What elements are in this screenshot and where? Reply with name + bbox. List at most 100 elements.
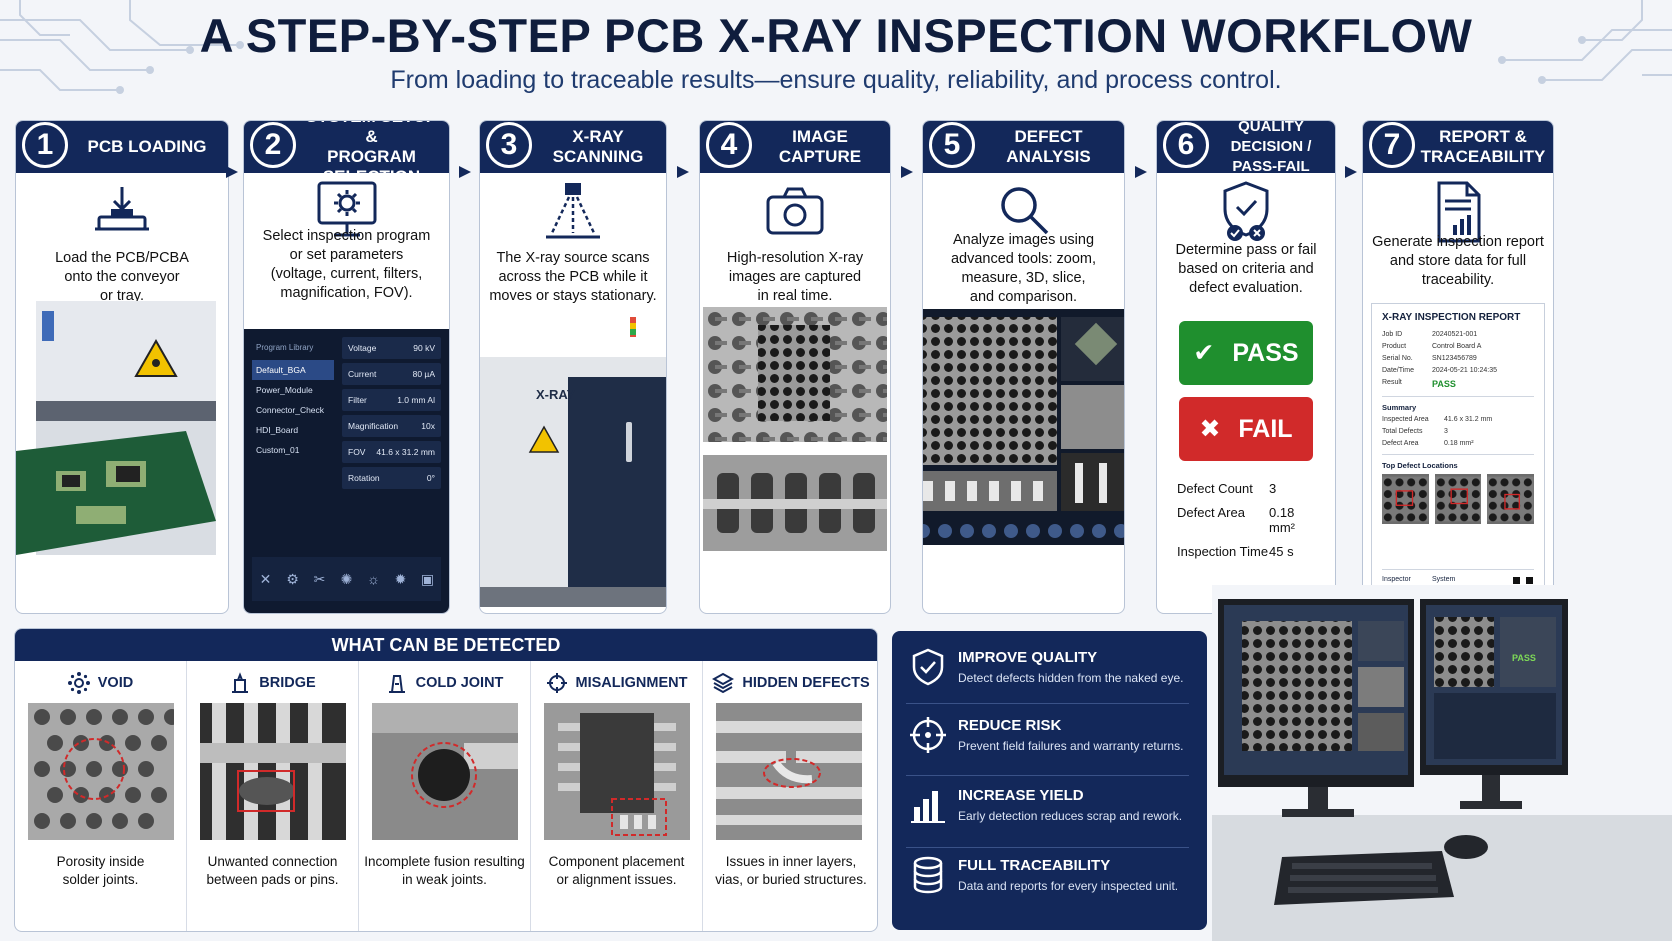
fail-button[interactable]: ✖ FAIL <box>1179 397 1313 461</box>
target-icon <box>910 717 946 753</box>
page-title: A STEP-BY-STEP PCB X-RAY INSPECTION WORK… <box>199 9 1473 62</box>
defect-thumbnail <box>1487 474 1535 524</box>
report-field: Serial No.SN123456789 <box>1382 355 1477 362</box>
step-card-3: 3 X-RAY SCANNING The X-ray source scans … <box>479 120 667 614</box>
program-selection-panel: Program Library Default_BGA Power_Module… <box>244 329 449 613</box>
benefit-reduce-risk: REDUCE RISK Prevent field failures and w… <box>906 713 1189 769</box>
bridge-icon <box>232 672 249 693</box>
tools-icon[interactable]: ✕ <box>259 571 272 587</box>
step-description: Load the PCB/PCBA onto the conveyor or t… <box>55 250 189 304</box>
step-description: Select inspection program or set paramet… <box>262 228 431 301</box>
shield-check-icon <box>912 648 944 686</box>
program-item[interactable]: Custom_01 <box>256 445 300 455</box>
program-library-label: Program Library <box>256 343 314 352</box>
step-number: 2 <box>250 122 296 168</box>
cold-joint-xray-image <box>372 703 518 840</box>
shield-check-icon <box>1223 181 1269 241</box>
program-item[interactable]: Connector_Check <box>256 405 325 415</box>
pass-button[interactable]: ✔ PASS <box>1179 321 1313 385</box>
defect-thumbnail <box>1434 474 1482 524</box>
misalignment-xray-image <box>544 703 690 840</box>
wrench-icon[interactable]: ✂ <box>313 571 326 587</box>
step-number: 1 <box>22 122 68 168</box>
flow-arrow-icon <box>901 166 913 178</box>
step-title: IMAGE CAPTURE <box>778 127 862 166</box>
step-card-1: 1 PCB LOADING Load the PCB/PCBA onto the… <box>15 120 229 614</box>
camera-icon <box>766 187 824 235</box>
report-doc-icon <box>1437 181 1481 243</box>
checkmark-icon: ✔ <box>1193 339 1215 367</box>
step-number: 6 <box>1163 122 1209 168</box>
report-title: X-RAY INSPECTION REPORT <box>1382 312 1521 323</box>
program-library-list: Program Library Default_BGA Power_Module… <box>252 337 334 547</box>
step-number: 7 <box>1369 122 1415 168</box>
monitor-gear-icon <box>317 181 376 237</box>
report-top-defects-label: Top Defect Locations <box>1382 454 1534 470</box>
machine-label: X-RAY <box>536 387 576 402</box>
crosshair-icon <box>546 673 567 693</box>
brightness-icon[interactable]: ✺ <box>340 571 353 587</box>
tool-row: ✕ ⚙ ✂ ✺ ☼ ✹ ▣ <box>252 557 441 601</box>
detected-defects-panel: WHAT CAN BE DETECTED VOID Porosity insid… <box>14 628 878 932</box>
program-item[interactable]: HDI_Board <box>256 425 299 435</box>
defect-type-cold-joint: COLD JOINT Incomplete fusion resulting i… <box>359 661 531 931</box>
xray-machine-image: X-RAY <box>480 317 666 607</box>
void-icon <box>67 672 90 694</box>
step-number: 4 <box>706 122 752 168</box>
program-item[interactable]: Power_Module <box>256 385 313 395</box>
monitor-pass-label: PASS <box>1512 653 1536 663</box>
benefits-panel: IMPROVE QUALITY Detect defects hidden fr… <box>892 631 1207 930</box>
xray-capture-images <box>703 307 887 551</box>
defect-thumbnails <box>1382 474 1535 524</box>
step-card-6: 6 QUALITY DECISION / PASS-FAIL Determine… <box>1156 120 1336 614</box>
step-number: 5 <box>929 122 975 168</box>
void-xray-image <box>28 703 174 840</box>
defect-description: Porosity inside solder joints. <box>56 854 145 887</box>
benefit-improve-quality: IMPROVE QUALITY Detect defects hidden fr… <box>906 645 1189 701</box>
step-card-4: 4 IMAGE CAPTURE High-resolution X-ray im… <box>699 120 891 614</box>
cold-joint-icon <box>388 675 405 693</box>
defect-type-misalignment: MISALIGNMENT Component placement or alig… <box>531 661 703 931</box>
defect-type-hidden: HIDDEN DEFECTS Issues in inner layers, v… <box>703 661 877 931</box>
xray-source-icon <box>546 183 600 239</box>
report-summary-label: Summary <box>1382 396 1534 412</box>
defect-type-void: VOID Porosity inside solder joints. <box>15 661 187 931</box>
flow-arrow-icon <box>226 166 238 178</box>
step-title: REPORT & TRACEABILITY <box>1420 127 1546 166</box>
step-title: DEFECT ANALYSIS <box>1006 127 1091 166</box>
database-icon <box>913 856 943 894</box>
step-card-2: 2 SYSTEM SETUP & PROGRAM SELECTION Selec… <box>243 120 450 614</box>
step-title: X-RAY SCANNING <box>552 127 644 166</box>
bridge-xray-image <box>200 703 346 840</box>
settings-icon[interactable]: ⚙ <box>286 571 299 587</box>
contrast-icon[interactable]: ✹ <box>394 571 407 587</box>
flow-arrow-icon <box>1135 166 1147 178</box>
flow-arrow-icon <box>459 166 471 178</box>
benefit-full-traceability: FULL TRACEABILITY Data and reports for e… <box>906 853 1189 909</box>
lock-icon[interactable]: ▣ <box>420 571 435 587</box>
bar-chart-icon <box>911 791 945 823</box>
program-item[interactable]: Default_BGA <box>252 360 334 380</box>
flow-arrow-icon <box>677 166 689 178</box>
defect-type-bridge: BRIDGE Unwanted connection between pads … <box>187 661 359 931</box>
defect-description: Unwanted connection between pads or pins… <box>206 854 339 887</box>
hidden-defect-xray-image <box>716 703 862 840</box>
sun-icon[interactable]: ☼ <box>367 571 380 587</box>
flow-arrow-icon <box>1345 166 1357 178</box>
pcb-tray-icon <box>95 187 149 231</box>
